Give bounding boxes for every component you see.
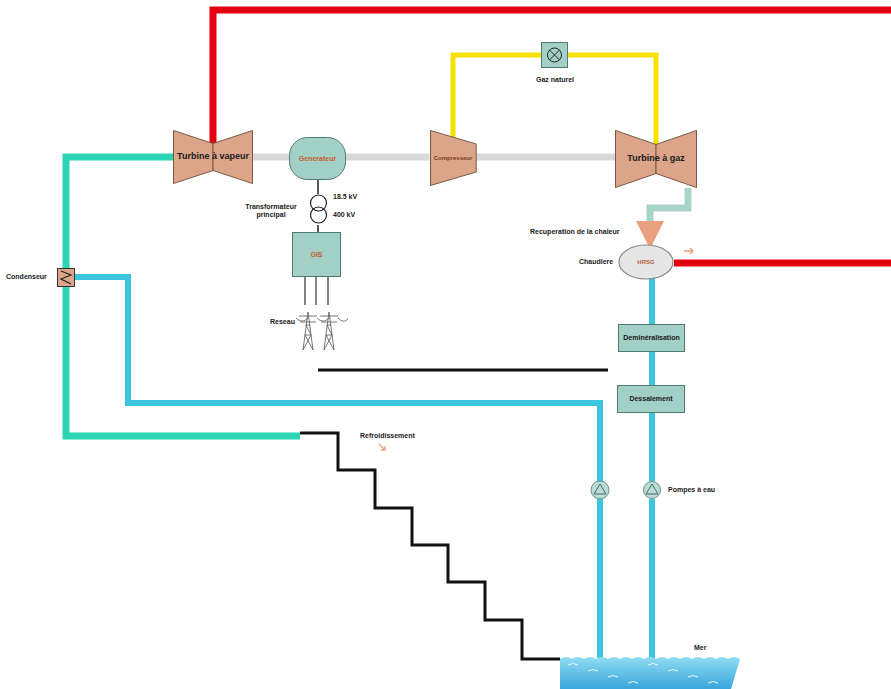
connector-line [649,413,655,481]
process-box: Deminéralisation [618,324,685,352]
gis-box: GIS [292,232,341,277]
node-text: Gaz naturel [520,76,590,84]
flow-connector [66,287,560,659]
node-text: Pompes à eau [668,486,715,494]
node-text: HRSG [618,259,674,266]
connector-line [317,225,319,232]
connector-line [66,287,300,436]
flow-connector [652,352,653,385]
gas-turbine: Turbine à gaz [615,130,697,188]
flow-connector [66,157,173,268]
gas-valve: Gaz naturel [520,42,590,88]
node-text: Generateur [299,155,336,163]
connector-line [253,154,289,161]
cooling-label: Refroidissement [360,432,415,440]
connector-line [649,499,655,658]
node-text: Turbine à vapeur [177,152,249,162]
flow-connector [346,157,430,158]
node-text: 18.5 kV [333,193,357,201]
condenser: Condenseur [6,266,78,288]
process-box: Dessalement [617,385,685,413]
flow-arrow [379,444,385,450]
flow-arrow [684,248,693,254]
flow-connector [652,278,653,324]
connector-line [75,277,600,658]
grid-wire [305,277,328,305]
connector-line [346,154,430,161]
node-text: 400 kV [333,211,355,219]
sea: Mer [560,644,731,689]
node-text: Chaudiere [579,258,613,266]
flow-connector [318,180,319,194]
pylon-symbol [296,312,348,350]
flow-connector [318,225,319,232]
node-text: Deminéralisation [623,334,679,342]
flow-connector [75,277,600,658]
generator-box: Generateur [289,137,346,180]
connector-line [650,188,688,242]
flow-connector [453,55,541,138]
compressor-shape: Compresseur [430,130,477,186]
heat-recovery-label: Recuperation de la chaleur [530,228,619,236]
node-text: GIS [310,251,322,259]
main-transformer-outline [306,194,331,225]
condenser-outline [57,268,75,287]
flow-connector [652,499,653,658]
grid-label: Reseau [270,318,295,326]
main-transformer: 18.5 kV 400 kV Transformateur principal [240,190,370,226]
hrsg-boiler: Chaudiere HRSG [575,244,675,280]
node-text: Turbine à gaz [627,154,684,164]
node-text: Transformateur principal [240,203,302,218]
water-pump: Pompes à eau [643,480,733,500]
connector-line [66,157,173,268]
flow-connector [652,413,653,481]
flow-connector [568,55,656,145]
connector-line [317,180,319,194]
steam-line [213,10,891,143]
water-pump-outline [643,481,661,499]
pump-symbol [591,481,609,499]
sea-outline [560,655,731,689]
separator-line [318,369,608,372]
node-text: Mer [694,644,706,652]
node-text: Dessalement [629,395,672,403]
node-text: Condenseur [6,273,47,281]
connector-line [649,278,655,324]
connector-line [453,55,541,138]
connector-line [300,433,560,659]
gas-valve-outline [541,42,568,68]
connector-line [649,352,655,385]
connector-line [476,154,615,161]
connector-line [568,55,656,145]
steam-turbine: Turbine à vapeur [173,130,253,184]
node-text: Compresseur [434,155,473,162]
flow-connector [476,157,615,158]
flow-connector [650,188,688,242]
flow-connector [253,157,289,158]
steam-line [674,260,891,267]
